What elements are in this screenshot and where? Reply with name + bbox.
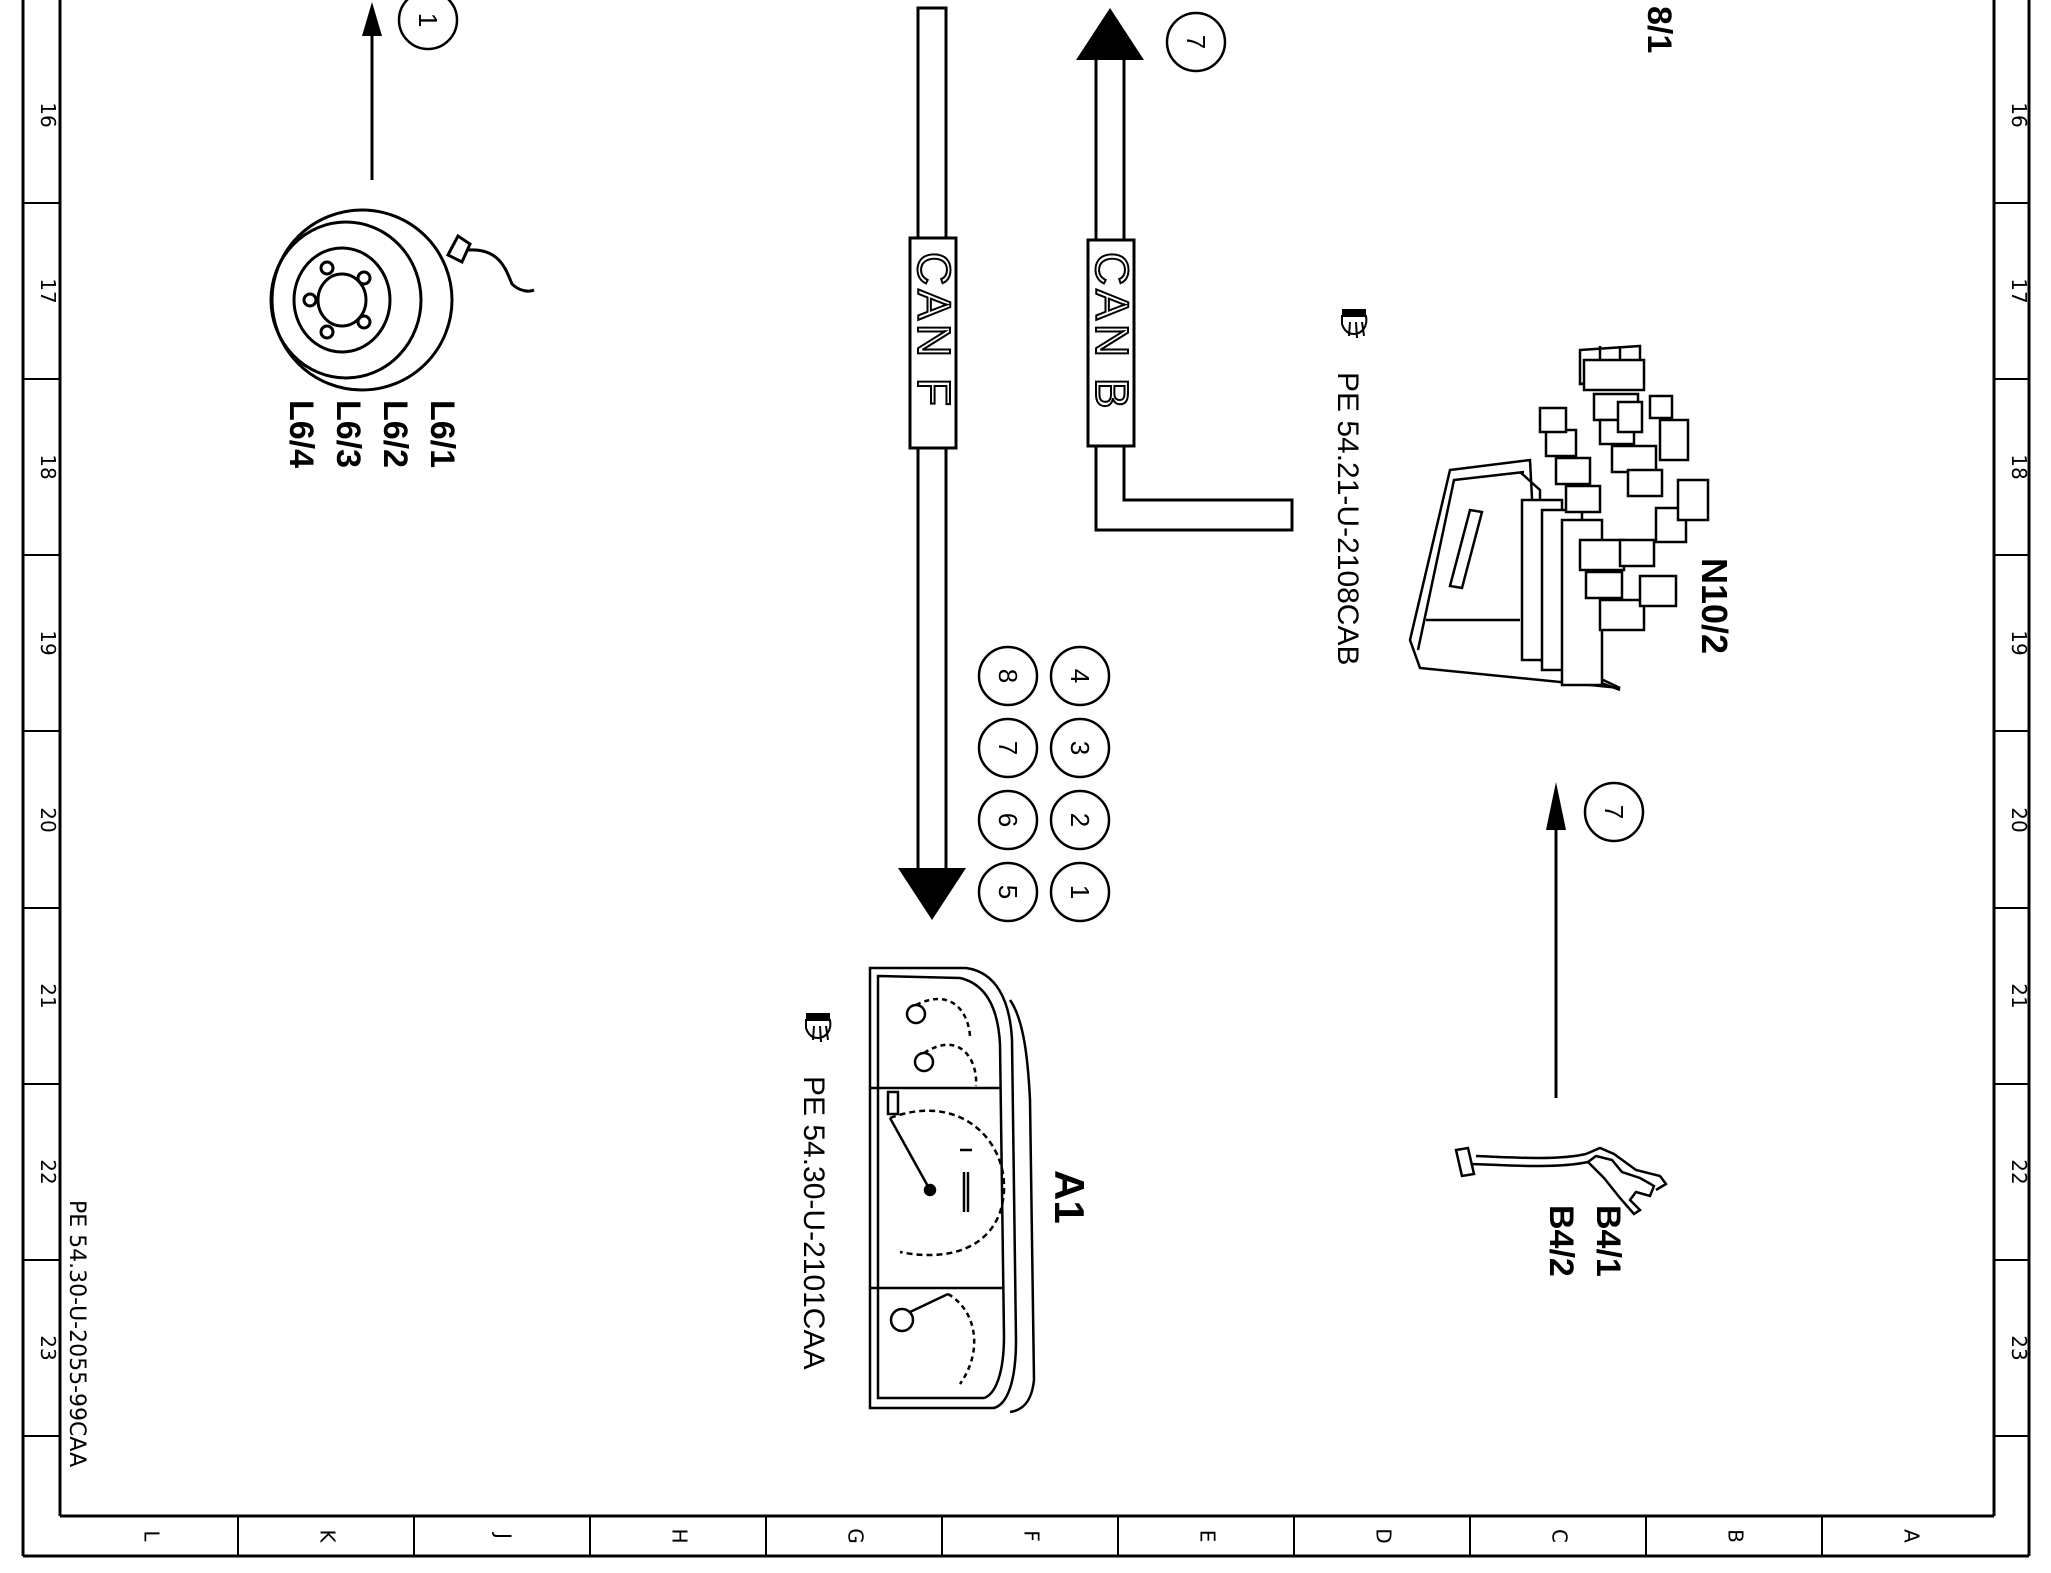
- column-letter: B: [1724, 1529, 1748, 1543]
- document-reference: PE 54.21-U-2108CAB: [1331, 372, 1364, 666]
- callout-circle: 3: [1049, 717, 1111, 779]
- callout-circle: 8: [977, 645, 1039, 707]
- component-label: B4/2: [1542, 1205, 1580, 1277]
- wheel-speed-sensor: 1 L6/1 L6/2 L6/3 L6/4: [269, 0, 535, 468]
- row-numbers-left: 16 17 18 19 20 21 22 23: [36, 102, 60, 1360]
- component-label: L6/3: [329, 400, 367, 468]
- callout-number: 7: [1599, 805, 1629, 819]
- callout-number: 7: [993, 741, 1023, 755]
- row-number: 22: [36, 1159, 60, 1184]
- column-letter: D: [1372, 1528, 1396, 1543]
- component-label: A1: [1046, 1170, 1093, 1224]
- can-f-label: CAN F: [908, 252, 960, 410]
- relay-module-icon: [1408, 344, 1710, 692]
- can-f-label-box: [908, 236, 958, 450]
- column-letter: L: [140, 1530, 164, 1542]
- callout-number: 2: [1065, 813, 1095, 827]
- row-number: 20: [36, 807, 60, 832]
- column-letter: E: [1196, 1530, 1220, 1543]
- component-label: L6/2: [376, 400, 414, 468]
- column-letter: A: [1900, 1529, 1924, 1543]
- column-letter: C: [1548, 1529, 1572, 1543]
- can-b-label-box: [1086, 238, 1136, 448]
- callout-circle: 2: [1049, 789, 1111, 851]
- frame-ticks: [23, 202, 2029, 1556]
- can-b-bus: CAN B 7: [1076, 8, 1294, 532]
- callout-number: 7: [1181, 35, 1211, 49]
- row-number: 22: [2007, 1159, 2031, 1184]
- row-number: 18: [36, 454, 60, 479]
- row-number: 19: [2007, 630, 2031, 655]
- component-label: N10/2: [1694, 558, 1735, 654]
- row-number: 21: [2007, 983, 2031, 1008]
- callout-number: 1: [1065, 885, 1095, 899]
- callout-number: 3: [1065, 741, 1095, 755]
- callout-circle: 5: [977, 861, 1039, 923]
- row-number: 21: [36, 983, 60, 1008]
- row-numbers-right: 16 17 18 19 20 21 22 23: [2007, 102, 2031, 1360]
- connector-callouts: 4 3 2 1 8 7 6 5: [977, 645, 1111, 923]
- row-number: 16: [36, 102, 60, 127]
- callout-number: 4: [1065, 669, 1095, 683]
- control-module-n10-2: N10/2 PE 54.21-U-2108CAB: [1331, 308, 1735, 692]
- column-letters: L K J H G F E D C B A: [140, 1528, 1924, 1544]
- column-letter: H: [668, 1528, 692, 1543]
- document-id: PE 54.30-U-2055-99CAA: [64, 1200, 89, 1467]
- callout-circle: 4: [1049, 645, 1111, 707]
- instrument-cluster-icon: [868, 966, 1036, 1414]
- callout-number: 5: [993, 885, 1023, 899]
- column-letter: K: [316, 1529, 340, 1543]
- callout-circle: 1: [397, 0, 459, 51]
- row-number: 17: [36, 278, 60, 303]
- callout-number: 8: [993, 669, 1023, 683]
- callout-circle: 1: [1049, 861, 1111, 923]
- component-label: L6/1: [423, 400, 461, 468]
- row-number: 19: [36, 630, 60, 655]
- callout-number: 6: [993, 813, 1023, 827]
- fuel-level-sensor: 7 B4/1 B4/2: [1454, 781, 1668, 1277]
- can-b-label: CAN B: [1086, 252, 1138, 413]
- hand-pointer-icon: [1341, 308, 1368, 339]
- hand-pointer-icon: [805, 1012, 832, 1043]
- callout-circle: 7: [1583, 781, 1645, 843]
- row-number: 18: [2007, 454, 2031, 479]
- brake-disc-icon: [269, 208, 535, 392]
- instrument-cluster: A1 PE 54.30-U-2101CAA: [797, 966, 1093, 1414]
- top-fragment-label: 8/1: [1640, 6, 1678, 53]
- row-number: 23: [2007, 1335, 2031, 1360]
- callout-circle: 6: [977, 789, 1039, 851]
- component-label: B4/1: [1589, 1205, 1627, 1277]
- document-reference: PE 54.30-U-2101CAA: [797, 1076, 830, 1370]
- row-number: 17: [2007, 278, 2031, 303]
- column-letter: F: [1020, 1530, 1044, 1542]
- column-letter: G: [844, 1528, 868, 1544]
- callout-circle: 7: [977, 717, 1039, 779]
- callout-circle: 7: [1165, 11, 1227, 73]
- row-number: 20: [2007, 807, 2031, 832]
- column-letter: J: [492, 1531, 516, 1539]
- float-sensor-icon: [1454, 1146, 1668, 1216]
- row-number: 23: [36, 1335, 60, 1360]
- callout-number: 1: [413, 13, 443, 27]
- wheel-sensor-labels: L6/1 L6/2 L6/3 L6/4: [282, 400, 461, 468]
- sheet-frame: [21, 0, 2031, 1558]
- row-number: 16: [2007, 102, 2031, 127]
- component-label: L6/4: [282, 400, 320, 468]
- can-f-bus: CAN F: [898, 6, 966, 920]
